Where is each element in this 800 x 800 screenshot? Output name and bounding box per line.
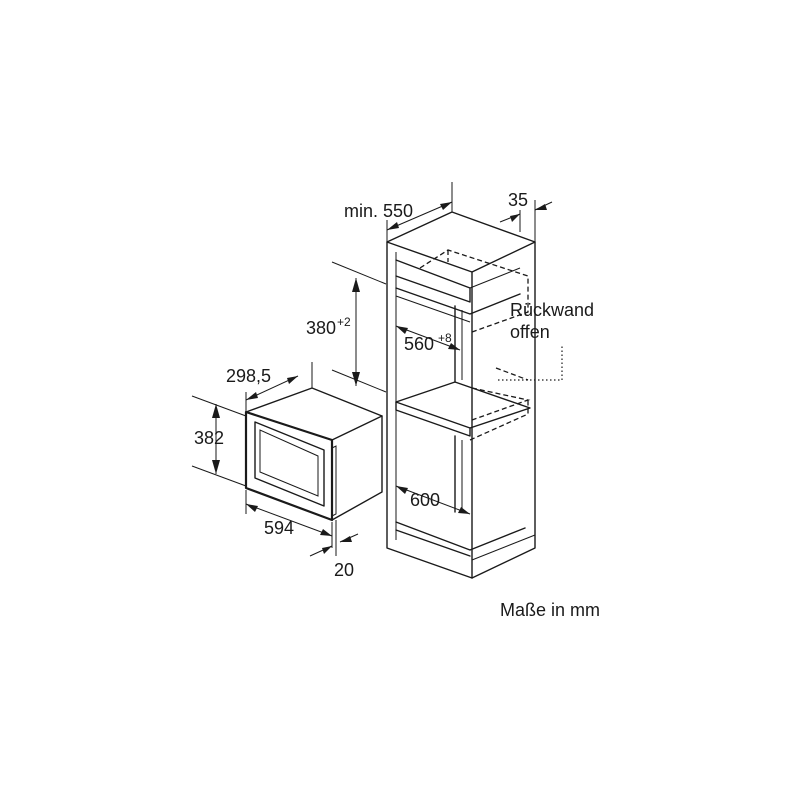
dim-cabinet-depth — [386, 182, 453, 242]
dim-inner-depth-label: 600 — [410, 490, 440, 510]
microwave-device — [244, 387, 383, 522]
dim-device-width-label: 594 — [264, 518, 294, 538]
units-note: Maße in mm — [500, 600, 600, 620]
dim-inner-depth — [395, 485, 471, 515]
dim-device-width — [245, 490, 333, 548]
dim-back-gap — [499, 200, 553, 242]
open-back-dashed-outline — [419, 249, 531, 441]
dim-front-depth-label: 20 — [334, 560, 354, 580]
dim-niche-width-label: 560 — [404, 334, 434, 354]
back-wall-label-line2: offen — [510, 322, 550, 342]
dim-device-depth-label: 298,5 — [226, 366, 271, 386]
dim-back-gap-label: 35 — [508, 190, 528, 210]
dim-device-depth — [245, 362, 313, 412]
dim-device-height-label: 382 — [194, 428, 224, 448]
dim-cabinet-depth-label: min. 550 — [344, 201, 413, 221]
dim-niche-height — [331, 261, 387, 393]
dim-niche-width — [395, 325, 461, 351]
back-wall-label-line1: Rückwand — [510, 300, 594, 320]
dim-niche-width-tolerance: +8 — [438, 331, 452, 345]
dim-device-height — [191, 395, 247, 487]
tall-cabinet — [386, 211, 536, 579]
dim-front-depth — [309, 520, 359, 557]
dim-niche-height-label: 380 — [306, 318, 336, 338]
back-wall-leader — [498, 344, 563, 381]
dim-niche-height-tolerance: +2 — [337, 315, 351, 329]
